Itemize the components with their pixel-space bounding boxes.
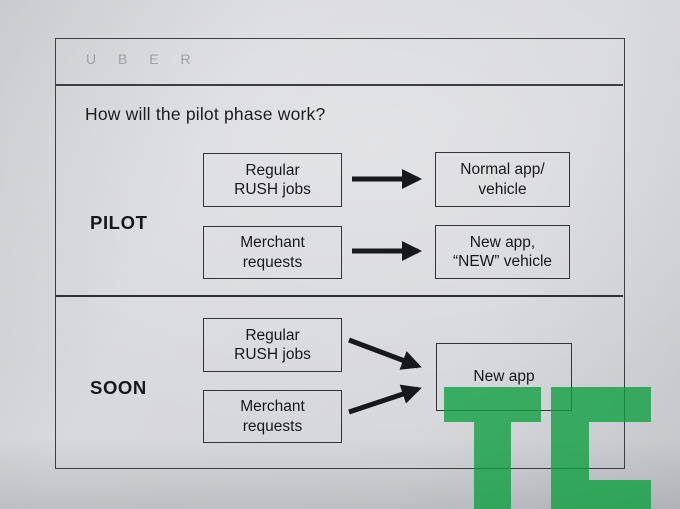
box-line: requests: [242, 253, 303, 271]
header-divider: [56, 84, 623, 86]
section-divider: [56, 295, 623, 297]
page-title: How will the pilot phase work?: [85, 104, 326, 124]
box-line: Regular: [245, 326, 300, 344]
box-line: vehicle: [478, 180, 527, 198]
soon-section-label: SOON: [90, 377, 147, 398]
box-line: Normal app/: [460, 161, 545, 179]
pilot-normal-app-vehicle-box: Normal app/ vehicle: [435, 152, 570, 207]
pilot-merchant-requests-box: Merchant requests: [203, 226, 342, 279]
box-line: RUSH jobs: [234, 346, 311, 363]
soon-regular-rush-jobs-box: Regular RUSH jobs: [203, 318, 342, 372]
box-line: Regular: [245, 161, 300, 179]
pilot-regular-rush-jobs-box: Regular RUSH jobs: [203, 153, 342, 207]
box-line: Merchant: [240, 398, 305, 416]
box-line: New app,: [469, 233, 536, 251]
pilot-new-app-new-vehicle-box: New app, “NEW” vehicle: [435, 225, 570, 279]
box-line: RUSH jobs: [234, 181, 311, 198]
box-line: requests: [242, 417, 303, 435]
uber-logo: U B E R: [86, 51, 200, 67]
pilot-section-label: PILOT: [90, 212, 148, 233]
soon-new-app-box: New app: [436, 343, 572, 411]
box-line: New app: [473, 368, 535, 386]
box-line: Merchant: [240, 234, 305, 252]
slide-border-frame: [55, 38, 625, 469]
box-line: “NEW” vehicle: [452, 253, 553, 270]
soon-merchant-requests-box: Merchant requests: [203, 390, 342, 443]
